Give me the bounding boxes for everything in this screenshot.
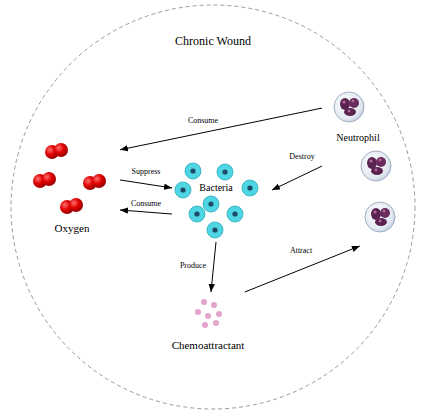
- chemo-dot: [216, 311, 222, 317]
- region-title: Chronic Wound: [175, 35, 251, 48]
- edge-label: Attract: [290, 247, 312, 256]
- arrow-connector: [245, 246, 360, 292]
- node-label: Neutrophil: [336, 132, 379, 143]
- chemo-dot: [201, 299, 207, 305]
- edge-label: Consume: [188, 117, 218, 126]
- chemo-dot: [211, 302, 217, 308]
- chemo-dot: [202, 322, 208, 328]
- arrow-connector: [211, 242, 216, 292]
- oxygen-group: Oxygen: [30, 140, 120, 238]
- bacteria-group: Bacteria: [172, 160, 272, 242]
- arrow-connector: [272, 166, 322, 190]
- chemo-dot: [205, 313, 211, 319]
- bacterium: [227, 206, 243, 222]
- edge-label: Consume: [131, 200, 161, 209]
- edge-label: Destroy: [289, 153, 314, 162]
- chemoattractant-particles: [195, 299, 222, 328]
- chemo-dot: [195, 309, 201, 315]
- oxygen-molecule: [83, 174, 106, 190]
- bacterium: [217, 164, 233, 180]
- neutrophil-cell: [365, 202, 395, 232]
- node-label: Oxygen: [55, 222, 90, 234]
- chemo-dot: [213, 320, 219, 326]
- neutrophil-cell: [334, 92, 364, 122]
- edge-label: Suppress: [132, 168, 161, 177]
- oxygen-molecule: [45, 143, 68, 159]
- arrow-connector: [120, 108, 322, 150]
- dashed-circle: [11, 5, 415, 409]
- node-label: Chemoattractant: [172, 339, 245, 351]
- neutrophil-cell: [361, 151, 391, 181]
- oxygen-molecule: [33, 172, 56, 188]
- bacterium: [185, 163, 201, 179]
- node-label: Bacteria: [199, 182, 232, 193]
- bacterium: [207, 222, 223, 238]
- bacterium: [189, 206, 205, 222]
- bacterium: [203, 196, 219, 212]
- oxygen-molecule: [60, 198, 83, 214]
- arrow-connector: [120, 180, 172, 188]
- bacterium: [242, 180, 258, 196]
- bacterium: [175, 182, 191, 198]
- arrow-connector: [120, 210, 172, 214]
- edge-label: Produce: [180, 262, 206, 271]
- neutrophil-group: Neutrophil: [322, 88, 408, 246]
- wound-region: Chronic WoundOxygen Bacteria NeutrophilChe…: [10, 4, 416, 410]
- chemoattractant-group: Chemoattractant: [150, 292, 270, 354]
